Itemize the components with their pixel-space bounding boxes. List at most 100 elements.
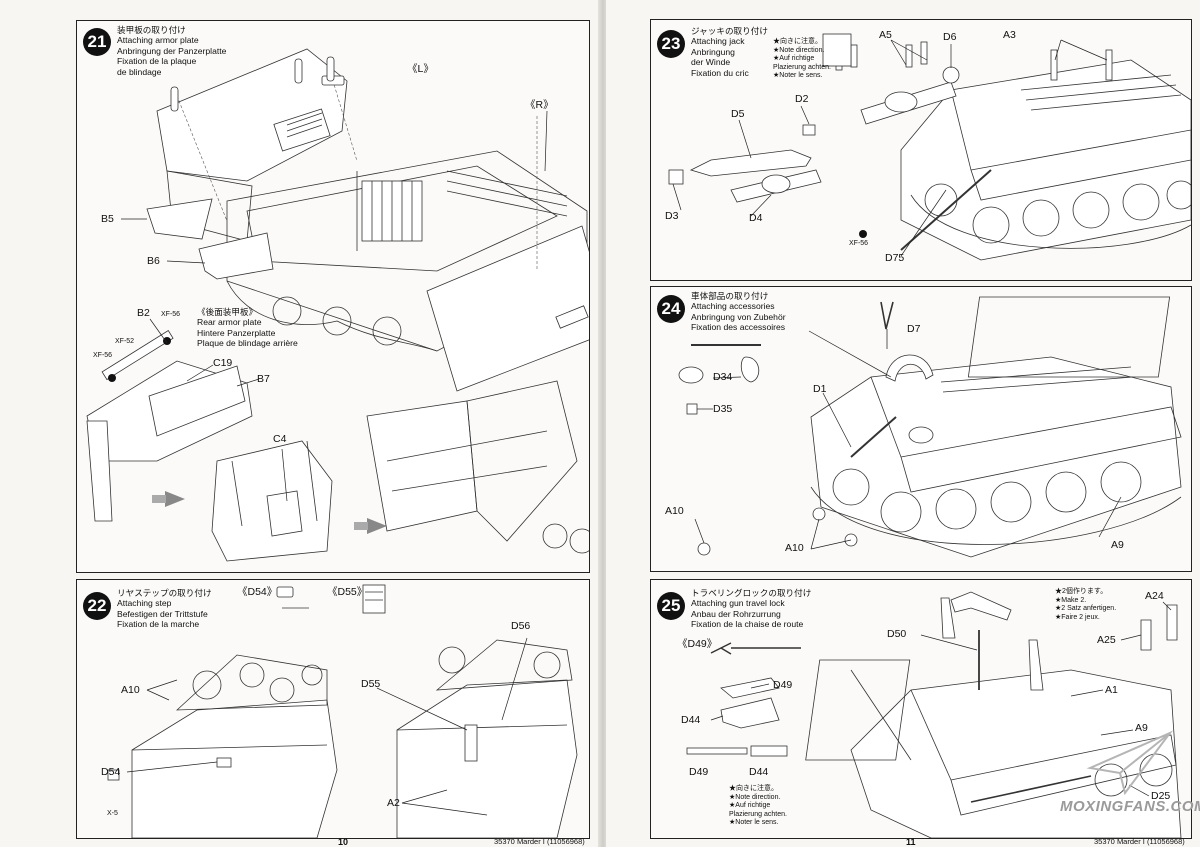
step-25-make-0: ★2個作ります。 xyxy=(1055,588,1108,595)
step-25-number: 25 xyxy=(657,592,685,620)
part-a10-right: A10 xyxy=(785,542,804,554)
part-d54: D54 xyxy=(101,766,121,778)
rear-plate-title-fr: Plaque de blindage arrière xyxy=(197,338,298,349)
step-25-make-2: ★2 Satz anfertigen. xyxy=(1055,605,1117,613)
mark-d55: 《D55》 xyxy=(327,586,368,598)
step-25-title-de: Anbau der Rohrzurrung xyxy=(691,608,781,619)
step-23-note-4: ★Noter le sens. xyxy=(773,72,823,80)
part-d5: D5 xyxy=(731,108,745,120)
part-a9-b: A9 xyxy=(1135,722,1148,734)
step-25-dir-0: ★向きに注意。 xyxy=(729,785,778,792)
paint-xf56-c: XF-56 xyxy=(849,240,869,247)
part-d56: D56 xyxy=(511,620,531,632)
part-b6: B6 xyxy=(147,255,160,267)
step-23-number: 23 xyxy=(657,30,685,58)
step-23-note: ★向きに注意。 ★Note direction. ★Auf richtige P… xyxy=(773,38,831,81)
step-23-panel: 23 ジャッキの取り付け Attaching jack Anbringung d… xyxy=(650,19,1192,281)
step-25-note-make: ★2個作ります。 ★Make 2. ★2 Satz anfertigen. ★F… xyxy=(1055,588,1116,622)
part-d1: D1 xyxy=(813,383,827,395)
step-25-dir-1: ★Note direction. xyxy=(729,793,781,801)
page-gutter xyxy=(598,0,608,847)
step-25-make-3: ★Faire 2 jeux. xyxy=(1055,613,1100,621)
step-22-title-fr: Fixation de la marche xyxy=(117,619,200,630)
step-24-title-de: Anbringung von Zubehör xyxy=(691,311,786,322)
part-c4: C4 xyxy=(273,433,287,445)
watermark-text: MOXINGFANS.COM xyxy=(1060,798,1200,815)
part-d35: D35 xyxy=(713,403,733,415)
part-d75: D75 xyxy=(885,252,905,264)
step-25-dir-2: ★Auf richtige xyxy=(729,802,771,810)
left-page: 21 装甲板の取り付け Attaching armor plate Anbrin… xyxy=(76,20,590,847)
rear-plate-title-de: Hintere Panzerplatte xyxy=(197,327,276,338)
watermark-logo-icon xyxy=(1086,730,1174,796)
right-page: 23 ジャッキの取り付け Attaching jack Anbringung d… xyxy=(606,0,1200,847)
step-23-illustration xyxy=(668,33,1191,261)
part-d7: D7 xyxy=(907,323,921,335)
step-21-title: 装甲板の取り付け Attaching armor plate Anbringun… xyxy=(117,25,226,77)
part-d50: D50 xyxy=(887,628,907,640)
rear-plate-title: 《後面装甲板》 Rear armor plate Hintere Panzerp… xyxy=(197,307,298,349)
step-24-number: 24 xyxy=(657,295,685,323)
paint-xf52-label: XF-52 xyxy=(115,338,135,345)
mark-left: 《L》 xyxy=(407,63,434,75)
step-23-note-2: ★Auf richtige xyxy=(773,55,815,63)
step-23-note-3: Plazierung achten. xyxy=(773,63,831,71)
step-25-title-en: Attaching gun travel lock xyxy=(691,598,785,609)
step-23-title-de2: der Winde xyxy=(691,57,731,68)
step-25-dir-4: ★Noter le sens. xyxy=(729,819,779,827)
left-page-number: 10 xyxy=(338,837,349,847)
paint-xf52: XF-52 xyxy=(115,338,134,346)
part-a9: A9 xyxy=(1111,539,1124,551)
paint-x5: X-5 xyxy=(107,810,118,817)
step-23-note-1: ★Note direction. xyxy=(773,46,825,54)
step-21-title-fr2: de blindage xyxy=(117,66,162,77)
step-24-title-fr: Fixation des accessoires xyxy=(691,322,786,333)
right-footer-code: 35370 Marder I (11056968) xyxy=(1094,837,1185,846)
part-b5: B5 xyxy=(101,213,114,225)
part-d44-a: D44 xyxy=(681,714,701,726)
step-23-title-fr: Fixation du cric xyxy=(691,67,749,78)
step-21-title-jp: 装甲板の取り付け xyxy=(117,25,186,35)
rear-plate-title-jp: 《後面装甲板》 xyxy=(197,307,258,317)
part-b7: B7 xyxy=(257,373,270,385)
part-b2: B2 xyxy=(137,307,150,319)
part-a24: A24 xyxy=(1145,590,1164,602)
step-22-title-de: Befestigen der Trittstufe xyxy=(117,608,208,619)
step-22-illustration xyxy=(107,584,578,838)
step-23-title: ジャッキの取り付け Attaching jack Anbringung der … xyxy=(691,26,768,78)
step-25-panel: 25 トラベリングロックの取り付け Attaching gun travel l… xyxy=(650,579,1192,839)
step-22-panel: 22 リヤステップの取り付け Attaching step Befestigen… xyxy=(76,579,590,839)
part-a3: A3 xyxy=(1003,29,1016,41)
mark-right: 《R》 xyxy=(525,99,554,111)
part-a5: A5 xyxy=(879,29,892,41)
rear-plate-title-en: Rear armor plate xyxy=(197,317,262,328)
step-22-number: 22 xyxy=(83,592,111,620)
step-24-panel: 24 車体部品の取り付け Attaching accessories Anbri… xyxy=(650,286,1192,572)
paint-xf56-a: XF-56 xyxy=(161,311,180,319)
step-24-title-en: Attaching accessories xyxy=(691,301,775,312)
paint-xf56-b: XF-56 xyxy=(93,352,112,360)
step-25-make-1: ★Make 2. xyxy=(1055,596,1087,604)
part-d4: D4 xyxy=(749,212,763,224)
step-21-panel: 21 装甲板の取り付け Attaching armor plate Anbrin… xyxy=(76,20,590,573)
step-22-title-jp: リヤステップの取り付け xyxy=(117,588,212,598)
step-21-title-de: Anbringung der Panzerplatte xyxy=(117,45,227,56)
part-d3: D3 xyxy=(665,210,679,222)
step-23-note-0: ★向きに注意。 xyxy=(773,38,822,45)
mark-d49: 《D49》 xyxy=(677,638,718,650)
step-21-illustration xyxy=(86,48,589,562)
step-21-title-fr: Fixation de la plaque xyxy=(117,56,197,67)
step-24-title: 車体部品の取り付け Attaching accessories Anbringu… xyxy=(691,291,786,333)
step-22-title-en: Attaching step xyxy=(117,598,172,609)
part-a10-left: A10 xyxy=(665,505,684,517)
part-a2: A2 xyxy=(387,797,400,809)
step-21-number: 21 xyxy=(83,28,111,56)
part-d44-b: D44 xyxy=(749,766,769,778)
step-25-title-fr: Fixation de la chaise de route xyxy=(691,619,804,630)
part-a25: A25 xyxy=(1097,634,1116,646)
part-a10: A10 xyxy=(121,684,140,696)
step-23-title-en: Attaching jack xyxy=(691,36,745,47)
step-25-title-jp: トラベリングロックの取り付け xyxy=(691,588,812,598)
part-d55: D55 xyxy=(361,678,381,690)
step-25-note-dir: ★向きに注意。 ★Note direction. ★Auf richtige P… xyxy=(729,785,787,828)
